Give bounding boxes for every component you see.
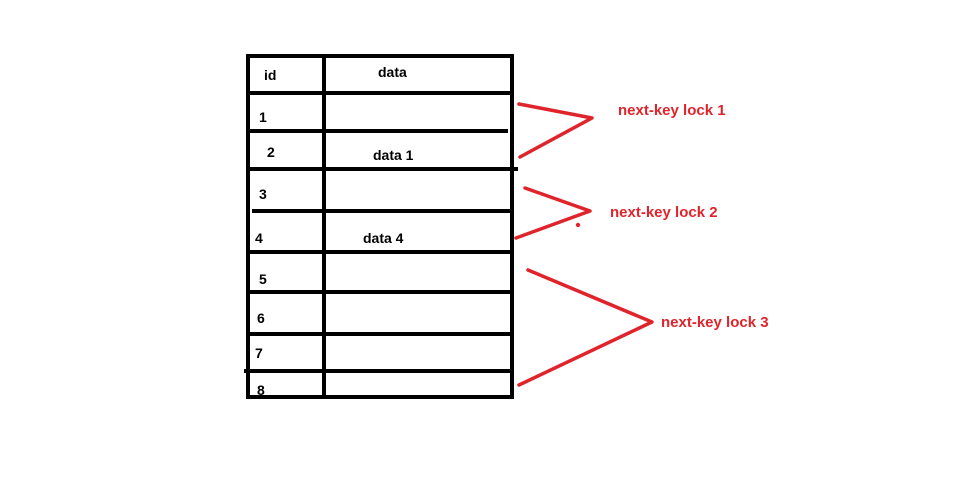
row-id: 2 <box>267 144 275 160</box>
lock-label-1: next-key lock 1 <box>618 102 726 119</box>
row-id: 3 <box>259 186 267 202</box>
row-id: 6 <box>257 310 265 326</box>
header-id: id <box>264 67 276 83</box>
row-id: 5 <box>259 271 267 287</box>
lock-label-3: next-key lock 3 <box>661 314 769 331</box>
lock-brackets <box>514 102 654 387</box>
row-id: 7 <box>255 345 263 361</box>
lock-bracket-3 <box>517 268 654 387</box>
row-id: 8 <box>257 382 265 398</box>
ink-dot <box>575 222 581 228</box>
lock-label-2: next-key lock 2 <box>610 204 718 221</box>
row-data: data 4 <box>363 230 404 246</box>
row-id: 1 <box>259 109 267 125</box>
lock-bracket-2 <box>514 186 592 240</box>
row-id: 4 <box>255 230 263 246</box>
row-data: data 1 <box>373 147 414 163</box>
index-table <box>244 54 518 399</box>
lock-bracket-1 <box>517 102 594 159</box>
header-data: data <box>378 64 407 80</box>
